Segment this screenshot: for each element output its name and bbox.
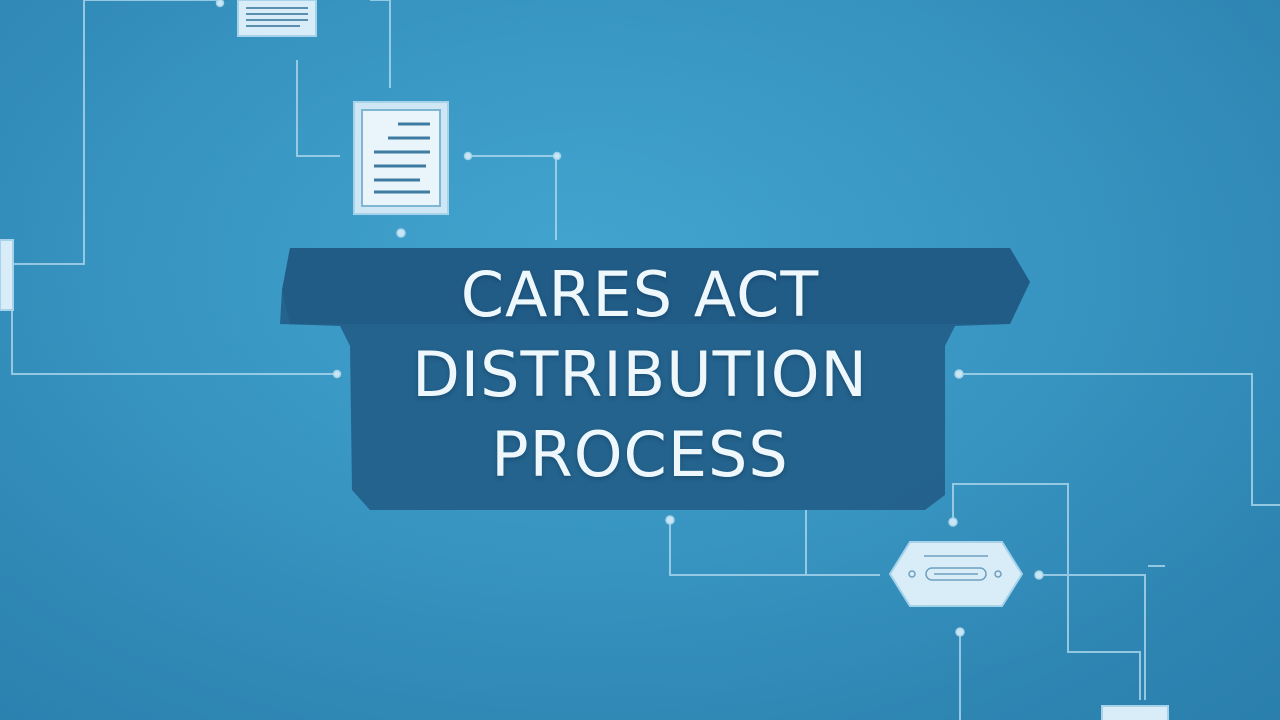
title-line-2: DISTRIBUTION [412,338,868,411]
document-icon [353,101,449,215]
ticket-icon [888,541,1024,607]
partial-box [0,239,14,311]
document-icon [237,0,317,37]
title-line-3: PROCESS [491,418,789,491]
connector-lines [11,0,1280,720]
title-banner [280,248,1030,510]
title-line-1: CARES ACT [460,258,820,331]
partial-box [1101,705,1169,720]
connector-dots [215,0,1044,637]
